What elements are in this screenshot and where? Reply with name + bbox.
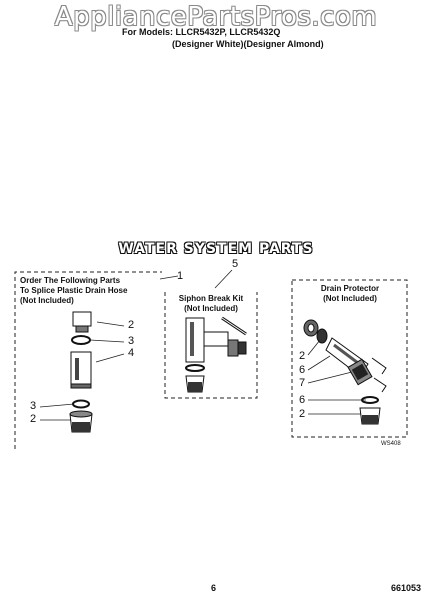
leader-4 — [95, 353, 125, 363]
leader-3b — [39, 403, 75, 408]
ring-washer-bottom — [72, 399, 90, 409]
drain-label-2: (Not Included) — [323, 294, 377, 303]
leader-3a — [89, 339, 125, 343]
callout-6a: 6 — [299, 364, 306, 376]
callout-3a: 3 — [128, 335, 135, 347]
leader-6a — [307, 355, 331, 371]
drain-label-1: Drain Protector — [320, 284, 380, 293]
siphon-label-1: Siphon Break Kit — [178, 294, 244, 303]
callout-1: 1 — [177, 270, 184, 282]
callout-3b: 3 — [30, 400, 37, 412]
leader-7 — [307, 371, 353, 384]
siphon-group-frame — [164, 292, 258, 399]
doc-number: 661053 — [391, 583, 422, 593]
callout-2b: 2 — [30, 413, 37, 425]
splice-label-1: Order The Following Parts — [20, 276, 121, 285]
siphon-label-2: (Not Included) — [184, 304, 238, 313]
connector-tube — [70, 351, 92, 387]
leader-2a — [96, 321, 125, 327]
watermark: AppliancePartsPros.com — [54, 2, 378, 32]
callout-2d: 2 — [299, 408, 306, 420]
leader-1 — [159, 275, 179, 280]
drain-washer — [361, 396, 379, 404]
siphon-tee — [185, 317, 205, 363]
figure-code: WS408 — [381, 441, 401, 447]
callout-6b: 6 — [299, 394, 306, 406]
tee-branch — [203, 331, 229, 347]
callout-5: 5 — [232, 258, 239, 270]
splice-label-2: To Splice Plastic Drain Hose — [20, 286, 128, 295]
page-number: 6 — [211, 583, 217, 593]
colors-line: (Designer White)(Designer Almond) — [172, 39, 324, 49]
models-line: For Models: LLCR5432P, LLCR5432Q — [122, 27, 281, 37]
siphon-nut — [227, 339, 239, 357]
leader-2c — [307, 339, 321, 356]
callout-7: 7 — [299, 377, 306, 389]
drain-washer-front — [316, 328, 328, 344]
splice-group-frame — [14, 271, 162, 449]
callout-4: 4 — [128, 347, 135, 359]
section-title: WATER SYSTEM PARTS — [118, 241, 314, 257]
ring-washer-top — [71, 335, 91, 345]
callout-2c: 2 — [299, 350, 306, 362]
coupler-top — [72, 311, 92, 327]
leader-5 — [214, 269, 233, 289]
callout-2a: 2 — [128, 319, 135, 331]
drain-group-frame — [291, 279, 408, 438]
splice-label-3: (Not Included) — [20, 296, 74, 305]
